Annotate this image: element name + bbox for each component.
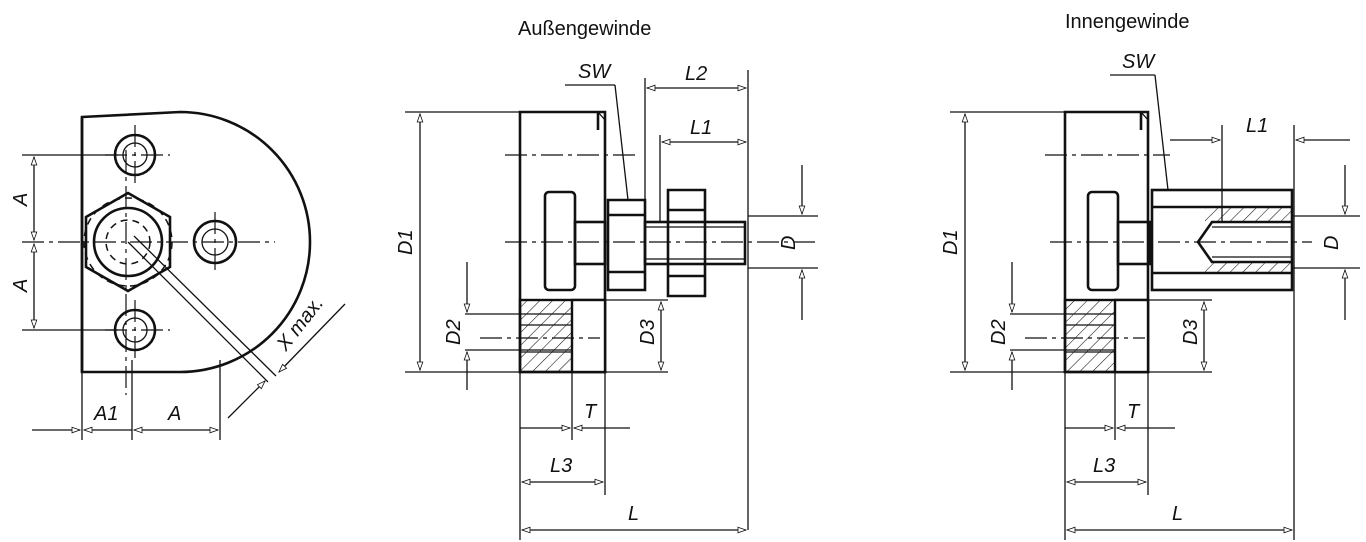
- internal-dim-t: T: [1127, 401, 1141, 423]
- internal-dim-sw: SW: [1122, 51, 1156, 73]
- external-dim-l1: L1: [690, 117, 712, 139]
- external-dim-l2: L2: [685, 63, 707, 85]
- external-thread-view: Außengewinde: [395, 18, 820, 540]
- internal-dim-d1: D1: [940, 229, 962, 255]
- internal-sleeve-hatch-top: [1205, 207, 1292, 222]
- external-thread-title: Außengewinde: [518, 18, 651, 40]
- external-dim-d: D: [778, 236, 800, 250]
- internal-sleeve-hatch-bottom: [1205, 262, 1292, 273]
- internal-thread-title: Innengewinde: [1065, 11, 1190, 33]
- internal-thread-view: Innengewinde: [940, 11, 1360, 540]
- front-dim-a-horizontal: A: [167, 403, 181, 425]
- external-dim-d1: D1: [395, 229, 417, 255]
- front-outline: [80, 110, 312, 374]
- front-dim-a-bottom: A: [10, 279, 32, 293]
- internal-dim-d3: D3: [1180, 319, 1202, 345]
- front-hex-nut: [83, 191, 173, 293]
- external-dim-sw: SW: [578, 61, 612, 83]
- external-dim-t: T: [584, 401, 598, 423]
- external-dim-l: L: [628, 503, 639, 525]
- front-hole-right: [192, 219, 238, 265]
- internal-dim-d: D: [1321, 236, 1343, 250]
- internal-dim-d2: D2: [988, 319, 1010, 345]
- internal-dim-l3: L3: [1093, 455, 1115, 477]
- internal-dim-l1: L1: [1246, 115, 1268, 137]
- front-dim-a1: A1: [93, 403, 118, 425]
- external-dim-l3: L3: [550, 455, 572, 477]
- external-dim-d2: D2: [443, 319, 465, 345]
- front-view: A A A1 A X max.: [10, 110, 346, 440]
- external-dim-d3: D3: [637, 319, 659, 345]
- front-dim-a-top: A: [10, 193, 32, 207]
- internal-dim-l: L: [1172, 503, 1183, 525]
